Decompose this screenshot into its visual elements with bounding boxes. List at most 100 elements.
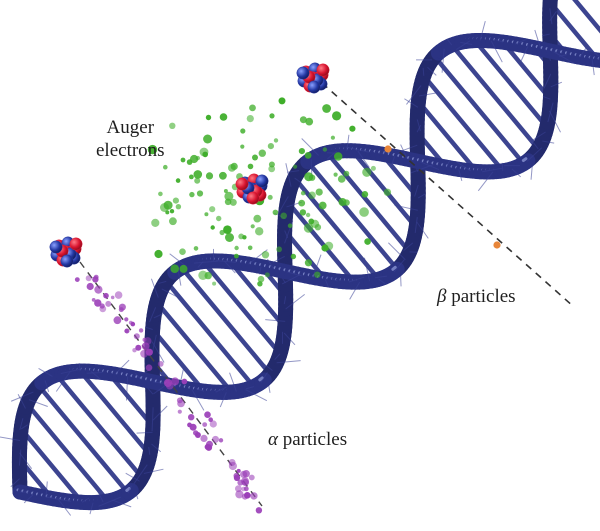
base-pair-rung bbox=[77, 368, 153, 458]
auger-electron bbox=[194, 177, 201, 184]
alpha-symbol: α bbox=[268, 429, 278, 450]
alpha-particle bbox=[85, 275, 92, 282]
auger-electron bbox=[370, 165, 376, 171]
auger-electron bbox=[247, 163, 254, 170]
auger-electron bbox=[175, 178, 181, 183]
auger-electron bbox=[322, 147, 328, 152]
auger-electron bbox=[257, 275, 265, 283]
auger-electron bbox=[269, 113, 275, 119]
alpha-particle bbox=[188, 414, 195, 421]
auger-electron bbox=[229, 198, 237, 206]
alpha-particle bbox=[143, 337, 152, 345]
auger-electron bbox=[198, 270, 208, 280]
auger-electron bbox=[165, 210, 170, 215]
auger-electron bbox=[258, 149, 266, 157]
alpha-particle bbox=[74, 277, 80, 282]
auger-electron bbox=[172, 197, 179, 204]
auger-electron bbox=[299, 116, 307, 124]
auger-electron bbox=[383, 188, 392, 196]
auger-electron bbox=[278, 97, 286, 105]
neutron bbox=[49, 240, 63, 254]
alpha-particle bbox=[140, 349, 149, 358]
auger-electron bbox=[305, 117, 314, 126]
alpha-particle bbox=[233, 474, 241, 481]
auger-electron bbox=[219, 171, 227, 180]
alpha-particle bbox=[235, 485, 242, 493]
auger-label-line1: Auger bbox=[106, 117, 155, 138]
base-pair-rung bbox=[36, 383, 131, 496]
auger-electron bbox=[195, 155, 200, 161]
auger-label-line2: electrons bbox=[96, 140, 165, 161]
auger-electron bbox=[264, 272, 270, 278]
auger-electron bbox=[219, 113, 228, 121]
base-pair-rung bbox=[572, 0, 600, 34]
auger-electron bbox=[199, 147, 209, 157]
dna-back-strand bbox=[0, 0, 572, 500]
alpha-particle bbox=[91, 298, 96, 302]
auger-electron bbox=[234, 253, 239, 259]
auger-electron bbox=[225, 233, 234, 242]
auger-electron bbox=[299, 209, 307, 216]
neutron bbox=[255, 174, 269, 188]
base-pair-rung bbox=[416, 99, 479, 174]
alpha-particle bbox=[228, 461, 237, 471]
alpha-particle bbox=[209, 420, 217, 428]
alpha-particle bbox=[94, 285, 103, 294]
auger-electron bbox=[205, 114, 212, 121]
auger-electron bbox=[163, 164, 168, 170]
alpha-particle bbox=[171, 377, 180, 386]
auger-electron bbox=[189, 174, 194, 180]
beta-symbol: β bbox=[437, 286, 447, 307]
auger-electron bbox=[151, 218, 160, 227]
auger-electron bbox=[169, 209, 175, 214]
alpha-particle bbox=[94, 299, 102, 307]
auger-electron bbox=[343, 170, 350, 177]
auger-electron bbox=[163, 200, 173, 210]
alpha-particle bbox=[181, 378, 188, 385]
auger-electron bbox=[273, 138, 279, 143]
auger-electron bbox=[334, 152, 343, 161]
base-pair-rung bbox=[305, 159, 400, 272]
alpha-particle bbox=[99, 305, 107, 313]
alpha-particle bbox=[133, 333, 140, 340]
auger-electron bbox=[175, 204, 182, 210]
auger-electron bbox=[308, 191, 316, 199]
auger-electron bbox=[147, 144, 158, 155]
alpha-particle bbox=[177, 399, 185, 408]
auger-electron bbox=[224, 191, 234, 201]
alpha-particle bbox=[255, 507, 263, 514]
base-pair-rung bbox=[285, 199, 357, 285]
auger-electron bbox=[362, 167, 372, 177]
auger-electron bbox=[154, 249, 163, 259]
auger-electron bbox=[267, 194, 273, 200]
auger-electron bbox=[158, 191, 163, 197]
alpha-label-text: particles bbox=[277, 429, 348, 450]
base-pair-rung bbox=[500, 39, 553, 102]
auger-electron bbox=[333, 172, 338, 177]
nucleus-auger-source bbox=[235, 173, 269, 205]
beta-particle bbox=[493, 241, 501, 249]
auger-electron bbox=[272, 209, 279, 216]
alpha-particle bbox=[157, 361, 164, 367]
auger-electron bbox=[204, 212, 209, 217]
auger-electron bbox=[246, 115, 254, 123]
alpha-particle bbox=[204, 444, 211, 450]
auger-electron bbox=[268, 165, 276, 173]
beta-particles-label: β particles bbox=[437, 285, 516, 308]
auger-electron bbox=[240, 128, 246, 134]
neutron bbox=[60, 254, 74, 268]
alpha-particle bbox=[124, 328, 130, 334]
dna-front-strand bbox=[12, 21, 600, 516]
base-pair-rung bbox=[163, 279, 257, 389]
auger-electron bbox=[303, 223, 314, 233]
auger-electron bbox=[361, 191, 369, 198]
auger-electron bbox=[250, 224, 255, 229]
auger-electron bbox=[261, 251, 270, 259]
auger-electron bbox=[338, 198, 347, 206]
auger-electron bbox=[240, 144, 245, 149]
alpha-particle bbox=[105, 300, 112, 307]
alpha-particle bbox=[240, 470, 248, 478]
auger-electron bbox=[314, 271, 321, 278]
auger-electron bbox=[330, 135, 335, 140]
